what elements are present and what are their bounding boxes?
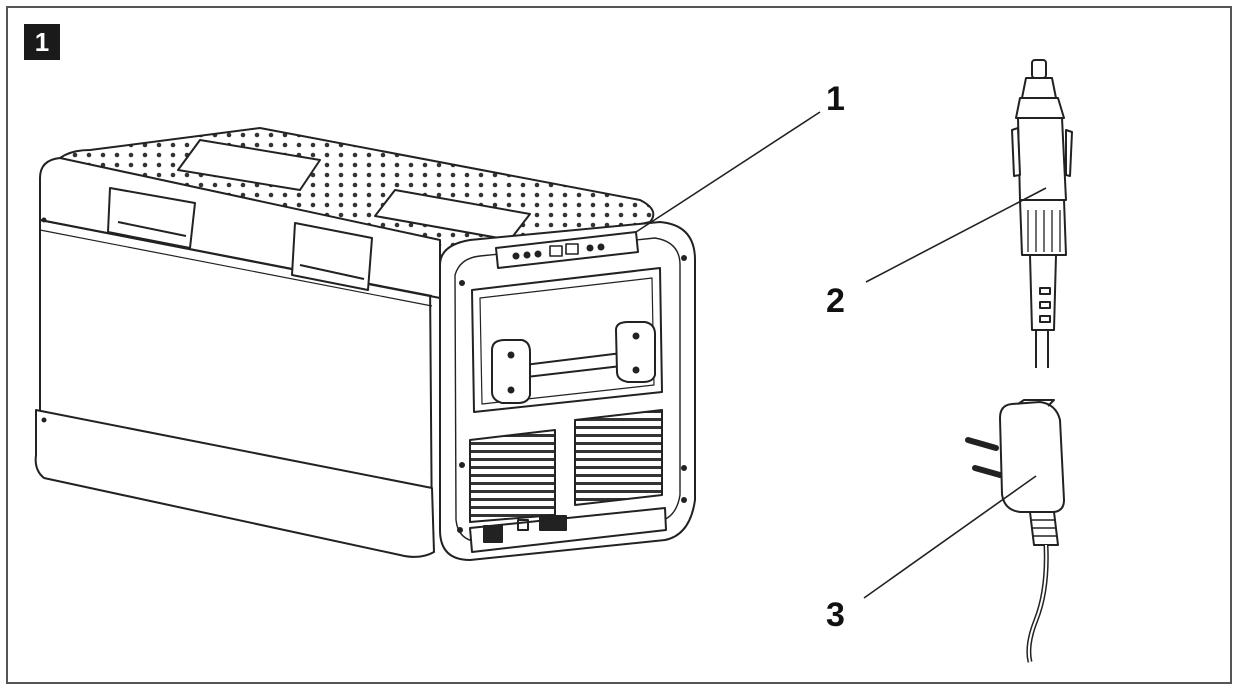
handle-mount-right: [615, 321, 656, 383]
callout-1-label: 1: [826, 80, 845, 118]
control-panel-buttons: [512, 243, 605, 260]
dc-socket: [483, 525, 503, 543]
callout-3-label: 3: [826, 596, 845, 634]
leader-lines: [635, 111, 1047, 599]
power-socket-area: [469, 507, 667, 553]
cooler-bottom-bumper: [34, 409, 435, 558]
lid-handle-right: [291, 222, 373, 291]
vent-grille-left: [469, 429, 556, 523]
vent-grille-right: [574, 409, 663, 506]
leader-line-2: [865, 187, 1047, 283]
callout-2-label: 2: [826, 282, 845, 320]
lid-label-plate-left: [177, 139, 321, 191]
figure-number-badge: 1: [24, 24, 60, 60]
ac-socket: [539, 515, 567, 531]
handle-mount-left: [491, 339, 531, 404]
leader-line-3: [863, 475, 1037, 599]
leader-line-1: [635, 111, 821, 233]
control-panel: [495, 231, 639, 269]
dc-plug-drawing: [1011, 59, 1073, 368]
panel-screws: [41, 217, 687, 533]
cooler-box-drawing: [34, 127, 696, 561]
ac-plug-drawing: [965, 399, 1065, 663]
